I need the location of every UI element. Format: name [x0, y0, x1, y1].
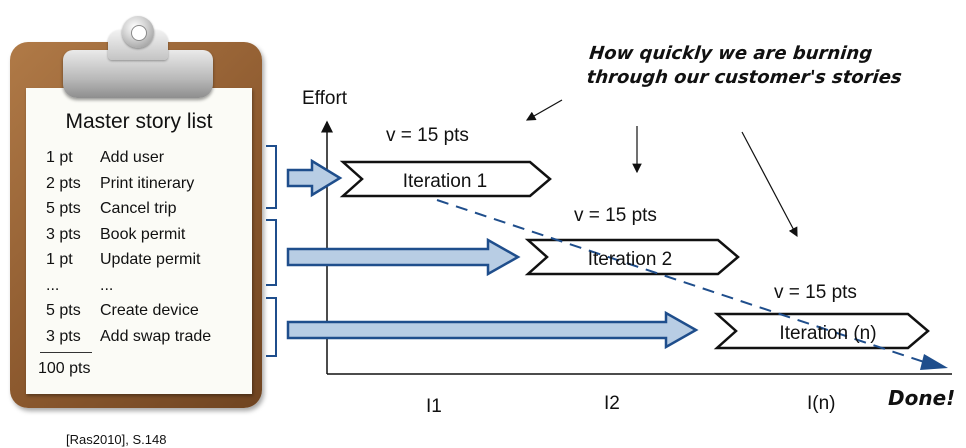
iteration-label: Iteration 2	[588, 249, 673, 270]
story-name: Update permit	[100, 251, 201, 268]
story-points: 1 pt	[46, 251, 73, 268]
story-row: 2 pts Print itinerary	[46, 174, 211, 200]
story-points: 3 pts	[46, 225, 81, 243]
iteration-chevron-3	[713, 312, 930, 350]
annotation-line: through our customer's stories	[585, 67, 903, 88]
story-name: Book permit	[100, 225, 186, 243]
story-points: 5 pts	[46, 200, 81, 217]
velocity-label: v = 15 pts	[774, 282, 857, 303]
story-row: 5 pts Create device	[46, 301, 211, 327]
story-row: 5 pts Cancel trip	[46, 199, 211, 225]
story-total: 100 pts	[38, 360, 91, 377]
story-row: ......	[46, 276, 211, 302]
story-row: 3 pts Add swap trade	[46, 327, 211, 353]
velocity-label: v = 15 pts	[574, 205, 657, 226]
annotation-pointer-1	[525, 99, 563, 121]
clipboard-clip-hole	[131, 25, 147, 41]
story-points: 2 pts	[46, 174, 81, 192]
done-label: Done!	[888, 386, 956, 410]
story-row: 3 pts Book permit	[46, 225, 211, 251]
annotation-pointer-3	[741, 131, 798, 238]
story-name: Print itinerary	[100, 174, 195, 192]
x-tick-label: I1	[426, 396, 442, 417]
story-total-divider	[40, 352, 92, 353]
story-name: Cancel trip	[100, 200, 177, 217]
bracket-group-1	[266, 145, 277, 209]
x-tick-label: I(n)	[807, 393, 836, 414]
x-tick-label: I2	[604, 393, 620, 414]
annotation-line: How quickly we are burning	[588, 43, 874, 64]
clipboard-paper	[26, 88, 252, 394]
story-name: Add user	[100, 149, 165, 166]
annotation-note: How quickly we are burning through our c…	[585, 42, 905, 90]
story-points: 1 pt	[46, 149, 73, 166]
story-row: 1 pt Update permit	[46, 250, 211, 276]
story-list-title: Master story list	[65, 110, 213, 133]
block-arrow-2	[286, 237, 521, 277]
iteration-chevron-1	[339, 160, 552, 198]
velocity-label: v = 15 pts	[386, 125, 469, 146]
bracket-group-2	[266, 219, 277, 286]
bracket-group-3	[266, 297, 277, 357]
iteration-label: Iteration (n)	[779, 323, 876, 344]
story-name: Create device	[100, 302, 199, 319]
story-points: 3 pts	[46, 327, 81, 345]
block-arrow-1	[286, 158, 343, 198]
story-name: ...	[100, 276, 114, 294]
story-row: 1 pt Add user	[46, 148, 211, 174]
iteration-label: Iteration 1	[403, 171, 488, 192]
story-points: 5 pts	[46, 302, 81, 319]
y-axis-label: Effort	[302, 88, 348, 109]
burn-down-arrowhead	[920, 354, 948, 370]
burn-down-line	[436, 199, 931, 365]
story-points: ...	[46, 276, 60, 294]
story-name: Add swap trade	[100, 327, 212, 345]
block-arrow-3	[286, 310, 699, 350]
citation: [Ras2010], S.148	[66, 432, 167, 447]
